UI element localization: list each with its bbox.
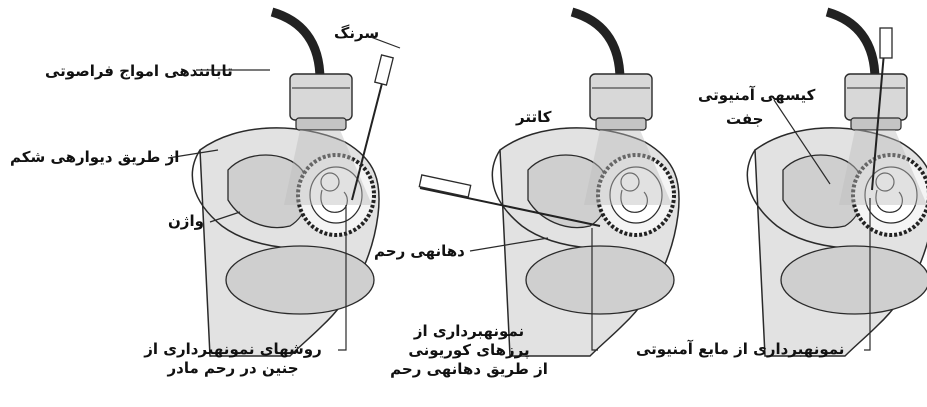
label-vagina: واژن — [168, 212, 204, 231]
transducer-head — [845, 74, 907, 120]
transducer-cable — [272, 12, 320, 80]
pelvis — [781, 246, 927, 314]
label-amniotic-sac: کیسهی آمنیوتی — [698, 86, 815, 105]
transducer-head — [290, 74, 352, 120]
syringe-barrel-right — [880, 28, 892, 58]
pelvis — [526, 246, 674, 314]
transducer-cable — [827, 12, 875, 80]
label-catheter: کاتتر — [516, 108, 551, 127]
label-amniocentesis: نمونهبرداری از مایع آمنیوتی — [636, 340, 844, 359]
label-sampling-methods-line1: روشهای نمونهبرداری از — [133, 340, 333, 359]
transducer-head — [590, 74, 652, 120]
transducer-cable — [572, 12, 620, 80]
scene-2 — [492, 12, 679, 356]
label-cervix: دهانهی رحم — [374, 242, 465, 261]
pelvis — [226, 246, 374, 314]
label-sampling-methods: روشهای نمونهبرداری از جنین در رحم مادر — [133, 340, 333, 378]
syringe-barrel-left — [375, 55, 393, 85]
scene-3 — [747, 12, 927, 356]
label-cvs-line2: پرزهای کوریونی — [371, 341, 567, 360]
label-sampling-methods-line2: جنین در رحم مادر — [133, 359, 333, 378]
label-cvs-line3: از طریق دهانهی رحم — [371, 360, 567, 379]
label-ultrasound-transducer: تابانندهی امواج فراصوتی — [45, 62, 233, 81]
transducer-base — [851, 118, 901, 130]
label-cvs-line1: نمونهبرداری از — [371, 322, 567, 341]
label-placenta: جفت — [726, 110, 764, 129]
transducer-base — [296, 118, 346, 130]
label-chorionic-villus-sampling: نمونهبرداری از پرزهای کوریونی از طریق ده… — [371, 322, 567, 379]
transducer-base — [596, 118, 646, 130]
label-syringe: سرنگ — [334, 24, 379, 43]
label-abdominal-wall: از طریق دیوارهی شکم — [10, 148, 179, 167]
